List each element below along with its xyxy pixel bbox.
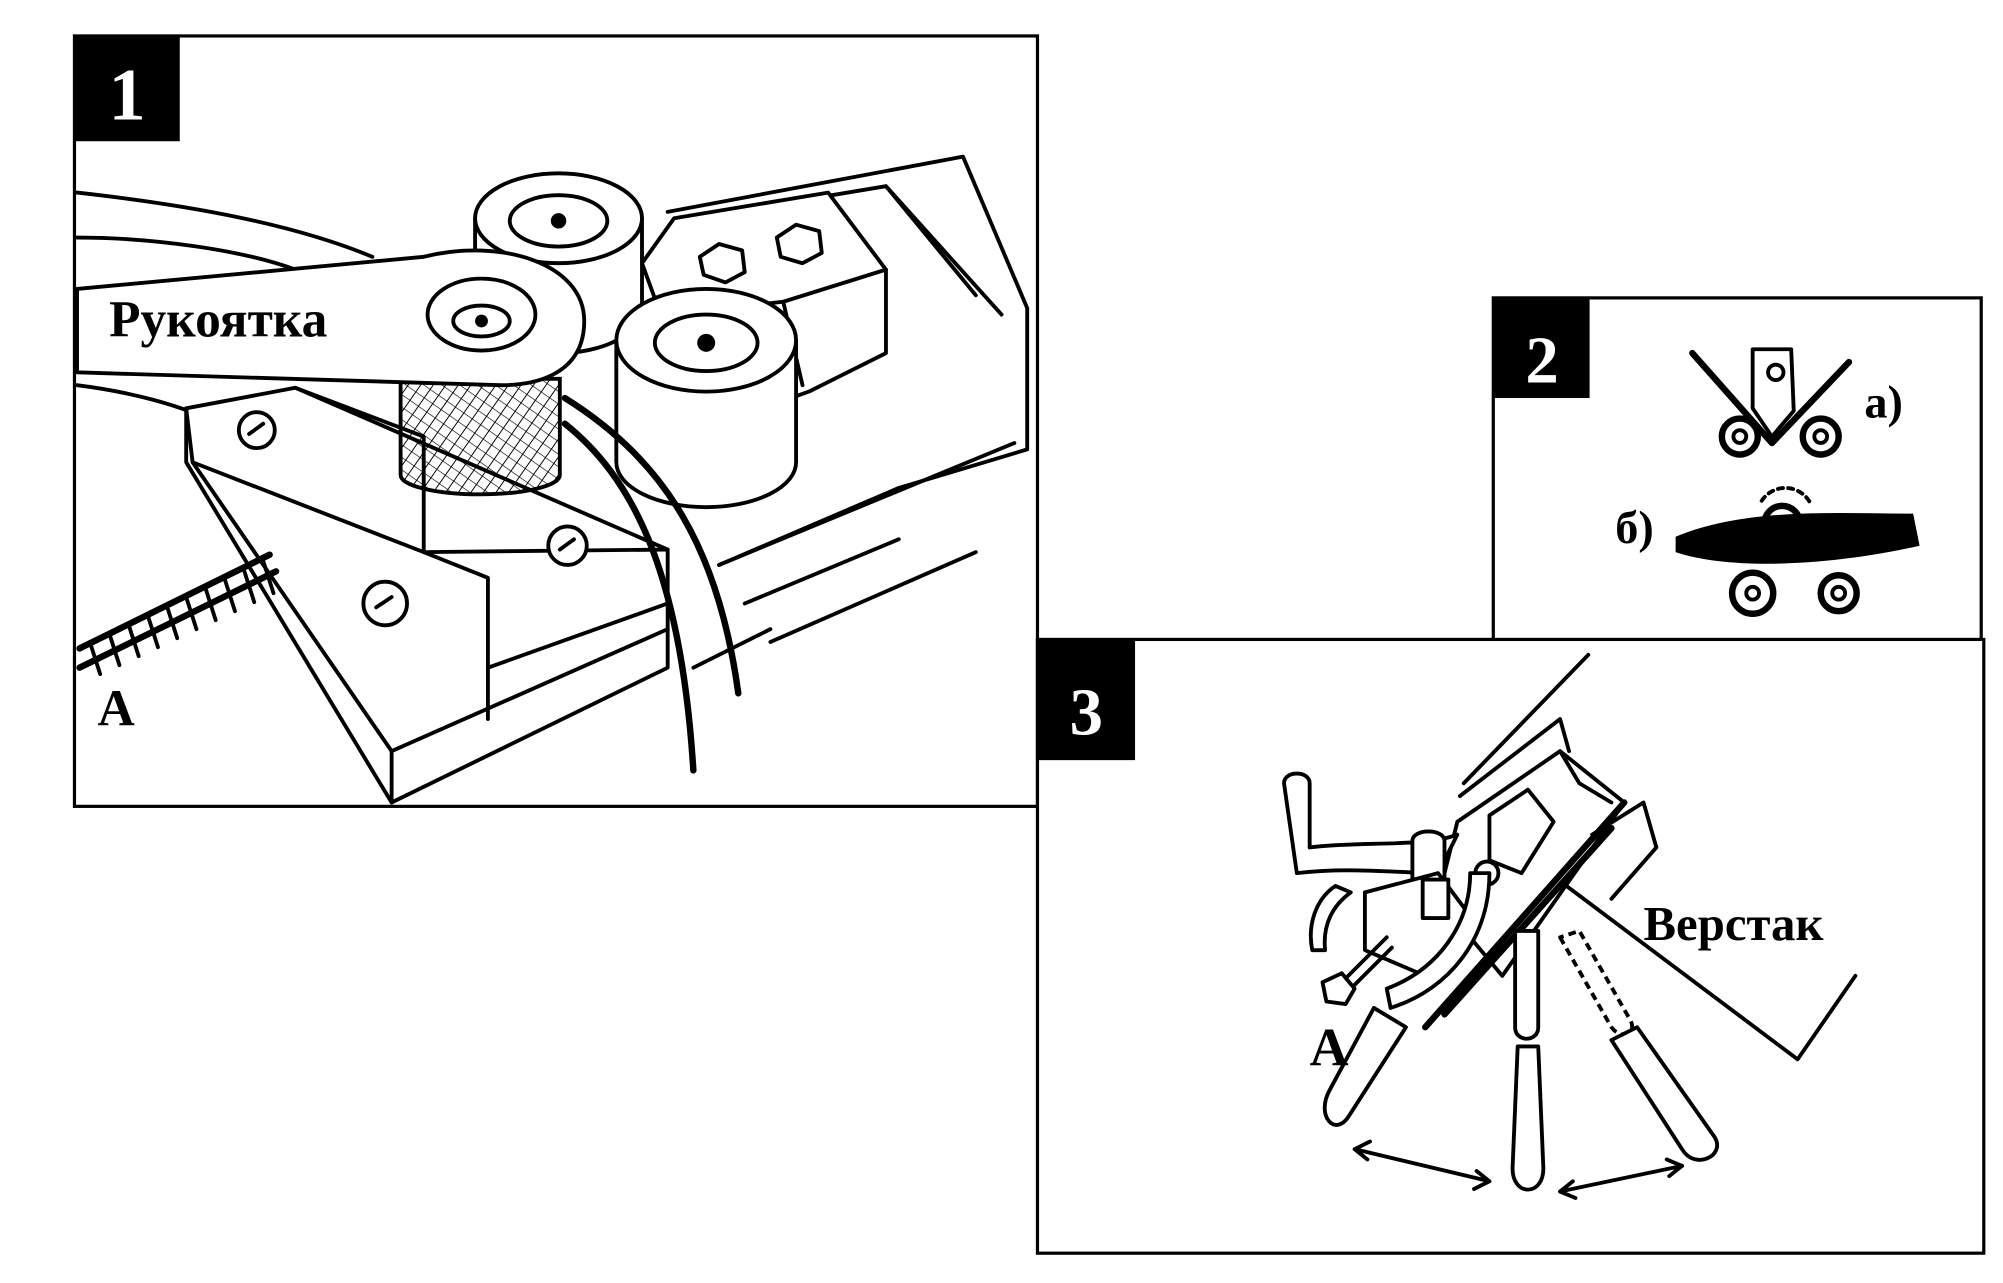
label-a: а) xyxy=(1864,376,1903,427)
screw xyxy=(76,551,280,671)
panel-2-number-box xyxy=(1493,297,1590,399)
screw-label-panel-3: А xyxy=(1310,1018,1349,1078)
panel-1: 1 Рукоятка А xyxy=(72,34,1040,808)
panel-3-number: 3 xyxy=(1070,676,1103,749)
panel-1-number: 1 xyxy=(108,54,145,136)
bender-illustration xyxy=(75,154,1030,805)
panel-2: 2 а) б) xyxy=(1491,296,1983,644)
panel-3: 3 Верстак А xyxy=(1035,637,1986,1255)
handle-label: Рукоятка xyxy=(109,291,327,348)
bending-principle-illustration xyxy=(1675,347,1920,617)
panel-2-number: 2 xyxy=(1525,325,1558,398)
panel-3-number-box xyxy=(1037,639,1136,761)
screw-label-panel-1: А xyxy=(98,680,135,737)
label-b: б) xyxy=(1615,502,1654,553)
workbench-label: Верстак xyxy=(1644,897,1825,951)
workbench-mount-illustration xyxy=(1282,652,1858,1200)
panel-1-number-box xyxy=(74,35,180,142)
